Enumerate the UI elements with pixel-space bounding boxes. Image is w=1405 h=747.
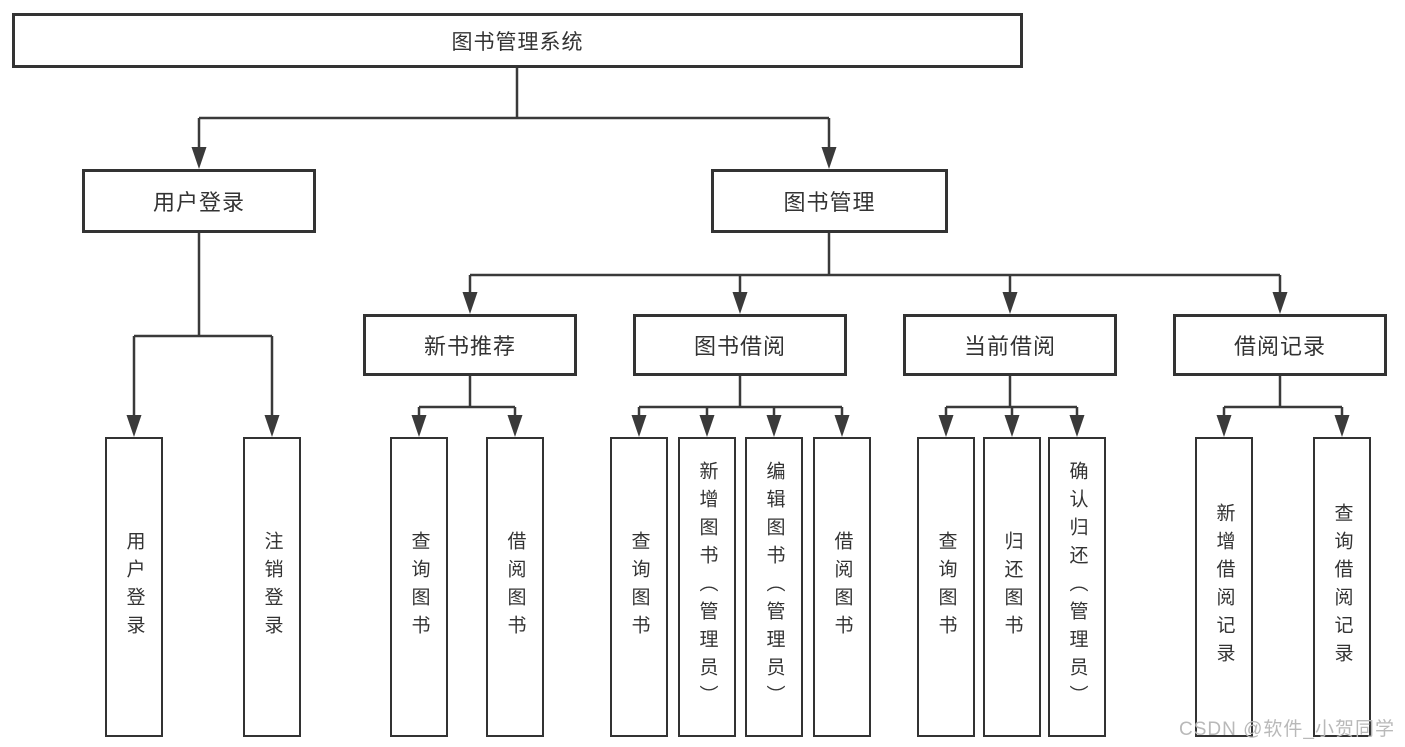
leaf-query-books-borrow: 查询图书: [610, 437, 668, 737]
leaf-label: 新增借阅记录: [1213, 503, 1235, 671]
connector-book-borrow-branch: [637, 376, 844, 419]
leaf-add-books-admin: 新增图书（管理员）: [678, 437, 736, 737]
node-label: 图书借阅: [693, 334, 786, 359]
connector-borrow-records-branch: [1222, 376, 1344, 419]
leaf-label: 归还图书: [1001, 531, 1023, 643]
node-label: 新书推荐: [423, 334, 516, 359]
leaf-label: 用户登录: [123, 531, 145, 643]
leaf-query-books-recommend: 查询图书: [390, 437, 448, 737]
leaf-borrow-books-recommend: 借阅图书: [486, 437, 544, 737]
node-book-borrow: 图书借阅: [633, 314, 847, 376]
leaf-edit-books-admin: 编辑图书（管理员）: [745, 437, 803, 737]
leaf-query-borrow-record: 查询借阅记录: [1313, 437, 1371, 737]
connector-book-management-branch: [468, 233, 1282, 297]
leaf-label: 查询图书: [628, 531, 650, 643]
leaf-label: 编辑图书（管理员）: [763, 461, 785, 713]
leaf-label: 查询借阅记录: [1331, 503, 1353, 671]
connector-user-login-branch: [132, 233, 274, 419]
leaf-add-borrow-record: 新增借阅记录: [1195, 437, 1253, 737]
node-label: 图书管理: [783, 190, 876, 215]
leaf-label: 注销登录: [261, 531, 283, 643]
leaf-return-books: 归还图书: [983, 437, 1041, 737]
node-library-system: 图书管理系统: [12, 13, 1023, 68]
leaf-label: 新增图书（管理员）: [696, 461, 718, 713]
node-label: 用户登录: [152, 190, 245, 215]
leaf-user-login: 用户登录: [105, 437, 163, 737]
leaf-label: 查询图书: [935, 531, 957, 643]
node-current-borrow: 当前借阅: [903, 314, 1117, 376]
node-user-login: 用户登录: [82, 169, 316, 233]
connector-current-borrow-branch: [944, 376, 1079, 419]
connector-new-book-branch: [417, 376, 517, 419]
leaf-confirm-return-admin: 确认归还（管理员）: [1048, 437, 1106, 737]
leaf-label: 确认归还（管理员）: [1066, 461, 1088, 713]
node-label: 图书管理系统: [451, 30, 584, 54]
leaf-borrow-books: 借阅图书: [813, 437, 871, 737]
node-label: 当前借阅: [963, 334, 1056, 359]
leaf-label: 借阅图书: [504, 531, 526, 643]
node-label: 借阅记录: [1233, 334, 1326, 359]
node-book-management: 图书管理: [711, 169, 948, 233]
leaf-logout: 注销登录: [243, 437, 301, 737]
connector-root-to-level2: [197, 68, 831, 151]
watermark: CSDN @软件_小贺同学: [1179, 719, 1395, 740]
leaf-label: 查询图书: [408, 531, 430, 643]
node-borrow-records: 借阅记录: [1173, 314, 1387, 376]
leaf-query-books-current: 查询图书: [917, 437, 975, 737]
leaf-label: 借阅图书: [831, 531, 853, 643]
node-new-book-recommend: 新书推荐: [363, 314, 577, 376]
arrowheads: [126, 147, 1350, 437]
